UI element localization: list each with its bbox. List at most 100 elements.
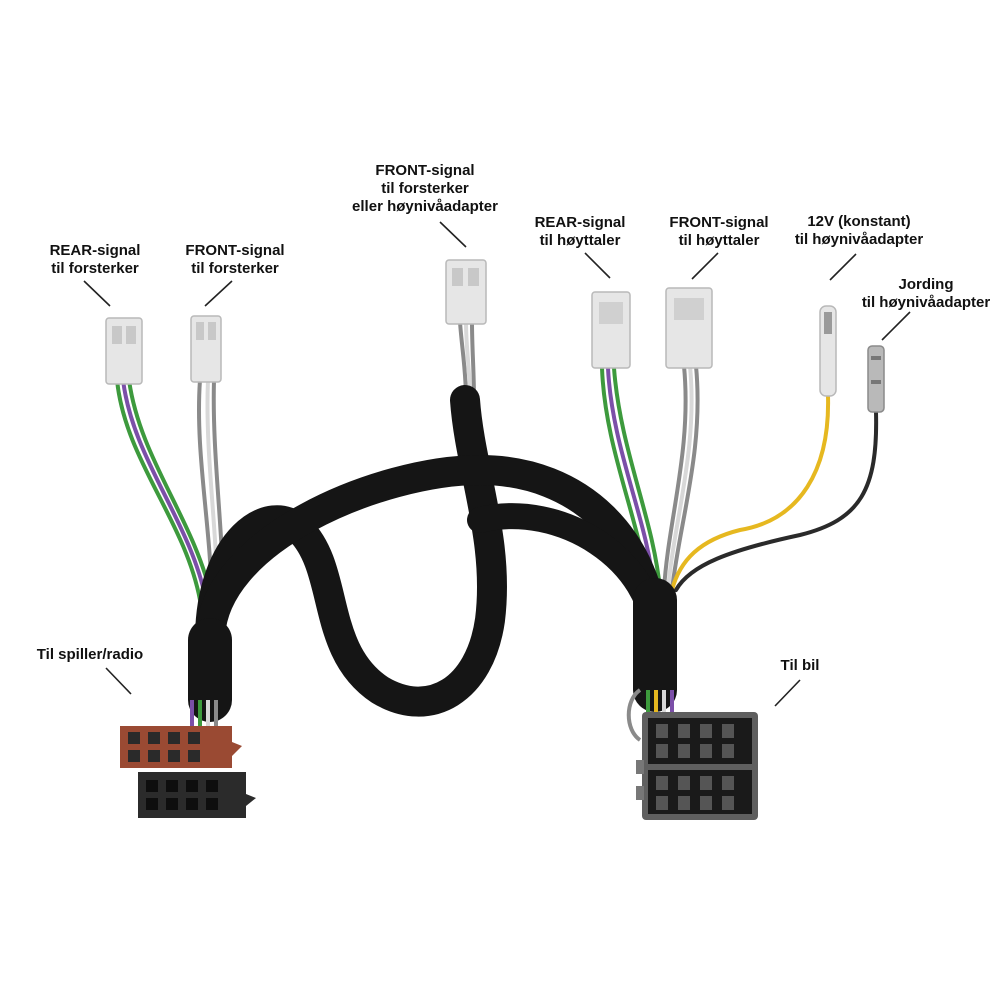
wire-gray-right — [662, 364, 688, 592]
right-wires — [600, 364, 879, 592]
iso-car-pin — [700, 724, 712, 738]
connector-mid-slot2 — [468, 268, 479, 286]
iso-brown-pin — [188, 732, 200, 744]
iso-car-pin — [678, 796, 690, 810]
connector-12v — [819, 305, 837, 397]
iso-brown-pin — [168, 750, 180, 762]
top-connectors — [105, 259, 885, 413]
pointer-ground — [881, 311, 911, 341]
iso-black-pin — [206, 780, 218, 792]
connector-ground-barrel — [867, 345, 885, 413]
label-front-speaker-line1: FRONT-signal — [669, 214, 769, 231]
lead-right-1 — [626, 688, 642, 742]
wire-green2-left — [127, 378, 214, 602]
label-ground: Jording til høynivåadapter — [852, 276, 1000, 312]
iso-lead-wires — [190, 688, 674, 742]
connector-rear-amp-body — [105, 317, 143, 385]
iso-brown-pin — [128, 750, 140, 762]
iso-brown-pin — [188, 750, 200, 762]
iso-car-pin — [722, 796, 734, 810]
iso-black-pin — [166, 780, 178, 792]
iso-brown-pin — [128, 732, 140, 744]
sleeve-arch — [195, 454, 670, 655]
iso-black-pin — [166, 798, 178, 810]
iso-brown-pin — [168, 732, 180, 744]
label-ground-line2: til høynivåadapter — [861, 294, 991, 311]
label-front-amp-line1: FRONT-signal — [185, 242, 285, 259]
iso-black-body — [138, 772, 256, 818]
connector-front-amp — [190, 315, 222, 383]
pointer-rear-amp — [83, 280, 111, 307]
label-12v-line1: 12V (konstant) — [807, 213, 911, 230]
pointer-player — [105, 667, 132, 695]
wire-yellow — [670, 394, 831, 592]
sleeve — [188, 385, 677, 722]
connector-ground-ring1 — [871, 356, 881, 360]
label-rear-speaker-line2: til høyttaler — [539, 232, 621, 249]
label-rear-amp-line2: til forsterker — [51, 260, 139, 277]
iso-car-pin — [700, 796, 712, 810]
iso-black-pin — [186, 780, 198, 792]
iso-black-pin — [146, 798, 158, 810]
connector-rear-amp-slot2 — [126, 326, 136, 344]
iso-black-pin — [146, 780, 158, 792]
connector-front-speaker — [665, 287, 713, 369]
iso-car-pin — [678, 724, 690, 738]
connector-ground-ring2 — [871, 380, 881, 384]
iso-car-pin — [656, 724, 668, 738]
connector-front-amp-slot2 — [208, 322, 216, 340]
connector-rear-amp-slot1 — [112, 326, 122, 344]
pointer-car — [774, 679, 801, 707]
label-front-amp-or-hl-line3: eller høynivåadapter — [352, 198, 498, 215]
iso-car-pin — [722, 776, 734, 790]
connector-rear-amp — [105, 317, 143, 385]
label-front-speaker: FRONT-signal til høyttaler — [654, 214, 784, 250]
pointer-front-amp — [204, 280, 233, 307]
wire-black — [674, 410, 879, 592]
iso-black-pins — [146, 780, 218, 810]
iso-car-latch-left-2 — [636, 786, 644, 800]
iso-brown-pin — [148, 732, 160, 744]
iso-car-pin — [700, 744, 712, 758]
connector-front-amp-body — [190, 315, 222, 383]
label-front-speaker-line2: til høyttaler — [678, 232, 760, 249]
wire-purple-left — [121, 378, 208, 602]
label-front-amp-or-hl: FRONT-signal til forsterker eller høyniv… — [330, 162, 520, 216]
pointer-rear-speaker — [584, 252, 611, 279]
iso-car-pin — [678, 744, 690, 758]
iso-car-latch-left — [636, 760, 644, 774]
label-rear-speaker-line1: REAR-signal — [534, 214, 626, 231]
pointer-front-amp-or-hl — [439, 221, 467, 248]
label-ground-line1: Jording — [898, 276, 954, 293]
label-car: Til bil — [760, 657, 840, 675]
connector-mid-slot1 — [452, 268, 463, 286]
label-12v: 12V (konstant) til høynivåadapter — [784, 213, 934, 249]
pointer-front-speaker — [691, 252, 719, 280]
iso-car-connector — [636, 712, 758, 820]
iso-brown-pin — [148, 750, 160, 762]
label-12v-line2: til høynivåadapter — [794, 231, 924, 248]
label-front-amp: FRONT-signal til forsterker — [170, 242, 300, 278]
connector-ground — [867, 345, 885, 413]
label-front-amp-or-hl-line1: FRONT-signal — [375, 162, 475, 179]
pointer-12v — [829, 253, 857, 281]
iso-car-pin — [656, 744, 668, 758]
iso-brown-pins — [128, 732, 200, 762]
label-front-amp-line2: til forsterker — [191, 260, 279, 277]
wire-green-left — [115, 378, 202, 602]
iso-car-pin — [722, 744, 734, 758]
iso-player-connector — [120, 726, 256, 818]
iso-car-pin — [722, 724, 734, 738]
sleeve-left-loop — [195, 385, 508, 717]
label-player: Til spiller/radio — [20, 646, 160, 664]
label-rear-speaker: REAR-signal til høyttaler — [520, 214, 640, 250]
label-car-line1: Til bil — [780, 657, 820, 674]
connector-front-amp-slot1 — [196, 322, 204, 340]
label-player-line1: Til spiller/radio — [36, 646, 144, 663]
wire-white-right — [666, 364, 694, 592]
wire-green2-right — [612, 366, 662, 592]
iso-black-pin — [206, 798, 218, 810]
connector-rear-speaker — [591, 291, 631, 369]
